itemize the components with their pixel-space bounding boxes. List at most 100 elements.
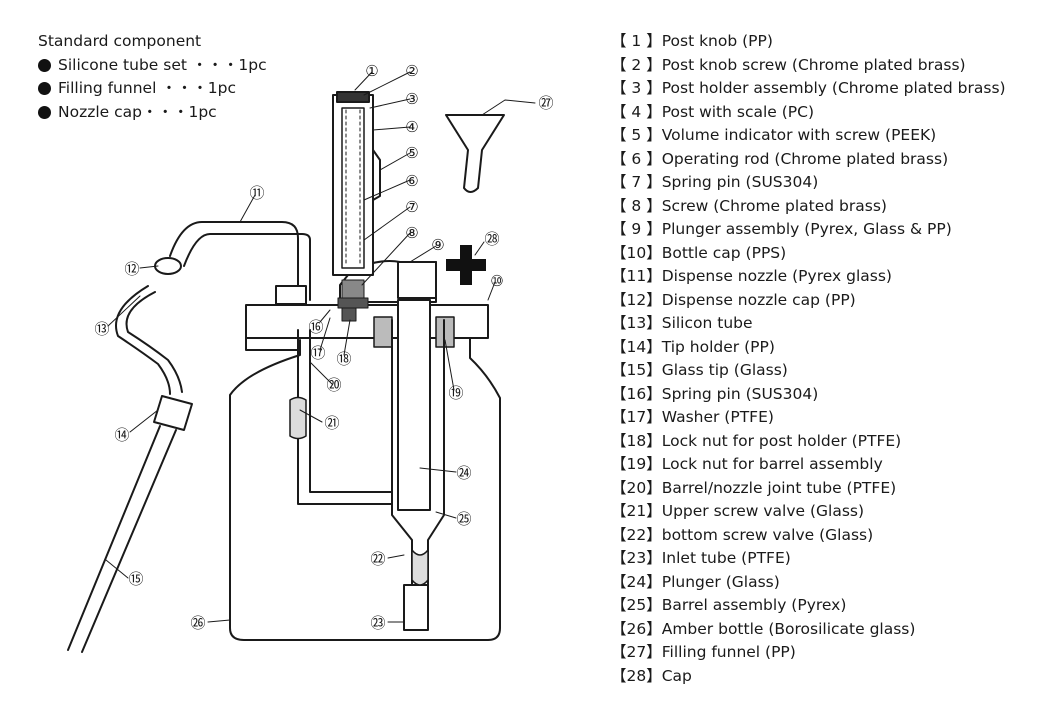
part-label: Spring pin (SUS304) bbox=[661, 173, 819, 191]
inlet-tube bbox=[403, 584, 429, 631]
callout-label: ㉖ bbox=[190, 614, 205, 632]
part-number: 【26】 bbox=[611, 619, 662, 638]
callout-label: ⑦ bbox=[405, 198, 418, 216]
callout-label: ⑩ bbox=[490, 272, 503, 290]
part-row: 【 4 】Post with scale (PC) bbox=[611, 101, 1006, 125]
leader-line bbox=[299, 409, 323, 423]
cap-plus-icon bbox=[446, 245, 486, 285]
callout-label: ㉘ bbox=[484, 230, 499, 248]
part-row: 【16】Spring pin (SUS304) bbox=[611, 383, 1006, 407]
callout-label: ⑥ bbox=[405, 172, 418, 190]
part-row: 【11】Dispense nozzle (Pyrex glass) bbox=[611, 265, 1006, 289]
standard-item: Silicone tube set ・・・1pc bbox=[38, 54, 267, 78]
leader-line bbox=[409, 245, 437, 263]
part-label: Volume indicator with screw (PEEK) bbox=[661, 126, 937, 144]
glass-tip bbox=[67, 425, 177, 653]
part-label: Dispense nozzle (Pyrex glass) bbox=[661, 267, 892, 285]
part-row: 【26】Amber bottle (Borosilicate glass) bbox=[611, 618, 1006, 642]
part-label: Upper screw valve (Glass) bbox=[661, 502, 865, 520]
callout-label: ⑨ bbox=[431, 236, 444, 254]
callout-label: ⑮ bbox=[128, 570, 143, 588]
lock-nut-left bbox=[373, 316, 393, 348]
standard-components: Standard component Silicone tube set ・・・… bbox=[38, 30, 267, 124]
standard-title: Standard component bbox=[38, 32, 202, 50]
part-number: 【23】 bbox=[611, 549, 662, 567]
part-label: Barrel assembly (Pyrex) bbox=[661, 596, 847, 614]
part-number: 【20】 bbox=[611, 478, 662, 497]
nozzle-connector bbox=[275, 285, 307, 305]
part-label: Post with scale (PC) bbox=[661, 102, 815, 121]
leader-line bbox=[419, 467, 457, 473]
callout-label: ③ bbox=[405, 90, 418, 108]
parts-list: 【 1 】Post knob (PP) 【 2 】Post knob screw… bbox=[611, 30, 1006, 688]
leader-line bbox=[319, 309, 331, 323]
leader-line bbox=[105, 559, 129, 579]
callout-label: ⑪ bbox=[249, 184, 264, 202]
standard-item-label: Filling funnel ・・・1pc bbox=[58, 79, 237, 97]
part-label: Filling funnel (PP) bbox=[661, 643, 796, 661]
part-row: 【12】Dispense nozzle cap (PP) bbox=[611, 289, 1006, 313]
standard-item-label: Silicone tube set ・・・1pc bbox=[58, 55, 267, 74]
upper-valve bbox=[289, 396, 307, 440]
plunger bbox=[397, 299, 431, 511]
part-number: 【 6 】 bbox=[611, 149, 662, 168]
leader-line bbox=[444, 339, 455, 391]
leader-line bbox=[481, 99, 536, 116]
dispense-nozzle bbox=[169, 221, 311, 301]
leader-line bbox=[107, 295, 141, 327]
standard-item-label: Nozzle cap・・・1pc bbox=[58, 102, 217, 121]
leader-line bbox=[379, 152, 411, 171]
filling-funnel bbox=[445, 114, 505, 193]
leader-line bbox=[363, 71, 411, 96]
leader-line bbox=[387, 554, 405, 559]
leader-line bbox=[363, 206, 411, 241]
leader-line bbox=[354, 71, 373, 91]
part-number: 【 1 】 bbox=[611, 32, 662, 50]
part-label: Spring pin (SUS304) bbox=[661, 384, 819, 403]
callout-label: ⑲ bbox=[448, 384, 463, 402]
part-number: 【28】 bbox=[611, 666, 662, 685]
part-number: 【16】 bbox=[611, 384, 662, 403]
part-label: Operating rod (Chrome plated brass) bbox=[661, 149, 949, 168]
part-number: 【15】 bbox=[611, 361, 662, 379]
joint-tube bbox=[297, 329, 393, 505]
part-number: 【27】 bbox=[611, 643, 662, 661]
callout-label: ② bbox=[405, 62, 418, 80]
part-number: 【18】 bbox=[611, 431, 662, 450]
part-number: 【14】 bbox=[611, 337, 662, 356]
part-row: 【 6 】Operating rod (Chrome plated brass) bbox=[611, 148, 1006, 172]
post-holder bbox=[337, 297, 369, 309]
callout-label: ④ bbox=[405, 118, 418, 136]
bullet-icon bbox=[38, 82, 51, 96]
part-label: Tip holder (PP) bbox=[661, 337, 775, 356]
part-label: bottom screw valve (Glass) bbox=[661, 525, 874, 544]
part-row: 【 9 】Plunger assembly (Pyrex, Glass & PP… bbox=[611, 218, 1006, 242]
part-number: 【12】 bbox=[611, 290, 662, 309]
leader-line bbox=[487, 281, 496, 301]
part-number: 【22】 bbox=[611, 525, 662, 544]
part-row: 【14】Tip holder (PP) bbox=[611, 336, 1006, 360]
part-row: 【 1 】Post knob (PP) bbox=[611, 30, 1006, 54]
part-number: 【21】 bbox=[611, 502, 662, 520]
callout-label: ㉓ bbox=[370, 614, 385, 632]
part-row: 【 5 】Volume indicator with screw (PEEK) bbox=[611, 124, 1006, 148]
part-row: 【 3 】Post holder assembly (Chrome plated… bbox=[611, 77, 1006, 101]
screw-hatch bbox=[341, 279, 365, 301]
leader-line bbox=[343, 319, 351, 356]
callout-label: ⑧ bbox=[405, 224, 418, 242]
callout-label: ㉒ bbox=[370, 550, 385, 568]
bottom-valve bbox=[411, 549, 429, 586]
part-number: 【 2 】 bbox=[611, 55, 662, 74]
part-label: Lock nut for post holder (PTFE) bbox=[661, 431, 902, 450]
part-row: 【28】Cap bbox=[611, 665, 1006, 689]
leader-line bbox=[474, 241, 485, 256]
part-label: Cap bbox=[661, 666, 692, 685]
part-number: 【 3 】 bbox=[611, 79, 662, 97]
part-row: 【22】bottom screw valve (Glass) bbox=[611, 524, 1006, 548]
part-row: 【19】Lock nut for barrel assembly bbox=[611, 453, 1006, 477]
part-row: 【18】Lock nut for post holder (PTFE) bbox=[611, 430, 1006, 454]
bullet-icon bbox=[38, 58, 51, 72]
part-row: 【 7 】Spring pin (SUS304) bbox=[611, 171, 1006, 195]
part-number: 【 4 】 bbox=[611, 102, 662, 121]
